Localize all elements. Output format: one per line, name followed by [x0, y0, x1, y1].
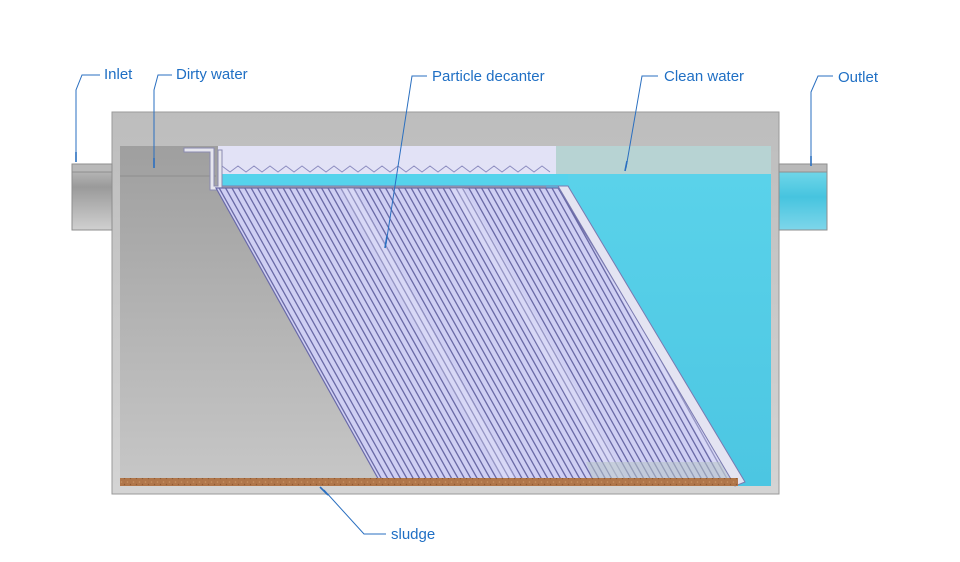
- dirty-water-label: Dirty water: [176, 66, 248, 83]
- lamella-plate-line: [340, 188, 506, 482]
- lamella-plate-line: [365, 188, 531, 482]
- lamella-plate-line: [289, 188, 455, 482]
- lamella-plate-line: [321, 188, 487, 482]
- lamella-plate-line: [449, 188, 615, 482]
- lamella-plate-line: [237, 188, 403, 482]
- lamella-plate-line: [487, 188, 653, 482]
- clean-water-headspace: [556, 146, 771, 174]
- lamella-plate-line: [545, 188, 711, 482]
- lamella-plate-line: [493, 188, 659, 482]
- lamella-plate-line: [269, 188, 435, 482]
- lamella-plate-line: [225, 188, 391, 482]
- lamella-plate-line: [423, 188, 589, 482]
- sawtooth-weir: [221, 165, 551, 173]
- lamella-plate-line: [442, 188, 608, 482]
- lamella-plate-line: [295, 188, 461, 482]
- lamella-plate-line: [308, 188, 474, 482]
- lamella-plate-line: [378, 188, 544, 482]
- lamella-plate-line: [525, 188, 691, 482]
- lamella-plate-line: [532, 188, 698, 482]
- lamella-plate-line: [333, 188, 499, 482]
- lamella-plate-line: [455, 188, 621, 482]
- inlet-pipe-rim: [71, 163, 113, 173]
- lamella-plate-line: [301, 188, 467, 482]
- lamella-plate-line: [282, 188, 448, 482]
- lamella-plate-line: [506, 188, 672, 482]
- lamella-plate-line: [417, 188, 583, 482]
- particle-decanter-label: Particle decanter: [432, 68, 545, 85]
- lamella-plate-line: [468, 188, 634, 482]
- lamella-plate-highlight: [450, 188, 628, 482]
- clean-water-label: Clean water: [664, 68, 745, 85]
- lamella-plate-line: [557, 188, 723, 482]
- plate-pack-shadow: [586, 462, 735, 478]
- lamella-plate-line: [314, 188, 480, 482]
- particle-decanter-leader: [385, 75, 427, 245]
- plate-pack-support: [557, 185, 746, 487]
- sludge-leader: [323, 489, 386, 535]
- lamella-plate-line: [404, 188, 570, 482]
- lamella-plate-line: [429, 188, 595, 482]
- clean-water-channel: [218, 174, 568, 186]
- lamella-plate-line: [327, 188, 493, 482]
- lamella-plate-line: [385, 188, 551, 482]
- lamella-plate-line: [244, 188, 410, 482]
- lamella-plate-line: [481, 188, 647, 482]
- lamella-plate-line: [391, 188, 557, 482]
- lamella-plate-line: [372, 188, 538, 482]
- lamella-plate-line: [461, 188, 627, 482]
- sludge-label: sludge: [391, 526, 436, 543]
- clean-water-leader-tip: [624, 160, 628, 172]
- lamella-plate-line: [513, 188, 679, 482]
- lamella-plate-line: [263, 188, 429, 482]
- lamella-plate-line: [436, 188, 602, 482]
- lamella-plate-line: [519, 188, 685, 482]
- inlet-label: Inlet: [104, 66, 133, 83]
- outlet-leader: [810, 75, 833, 162]
- inlet-baffle: [183, 147, 223, 191]
- lamella-plate-highlight: [340, 188, 518, 482]
- lamella-plate-line: [218, 188, 384, 482]
- inlet-pipe: [71, 163, 113, 231]
- lamella-plate-line: [474, 188, 640, 482]
- inlet-leader: [75, 74, 100, 158]
- lamella-plate-line: [346, 188, 512, 482]
- lamella-plate-line: [353, 188, 519, 482]
- lamella-plate-line: [551, 188, 717, 482]
- lamella-plate-line: [250, 188, 416, 482]
- sludge-leader-tip: [319, 486, 329, 496]
- lamella-plate-line: [257, 188, 423, 482]
- outlet-pipe-rim: [778, 163, 828, 173]
- lamella-plate-line: [397, 188, 563, 482]
- sludge-layer: [120, 478, 738, 486]
- outlet-pipe: [778, 163, 828, 231]
- lamella-plate-line: [500, 188, 666, 482]
- lamella-plate-line: [231, 188, 397, 482]
- dirty-water-leader: [153, 74, 172, 164]
- clean-water-leader: [625, 75, 658, 169]
- lamella-plate-line: [276, 188, 442, 482]
- lamella-plate-line: [410, 188, 576, 482]
- particle-decanter-leader-tip: [384, 235, 388, 249]
- outlet-label: Outlet: [838, 69, 879, 86]
- lamella-plate-line: [538, 188, 704, 482]
